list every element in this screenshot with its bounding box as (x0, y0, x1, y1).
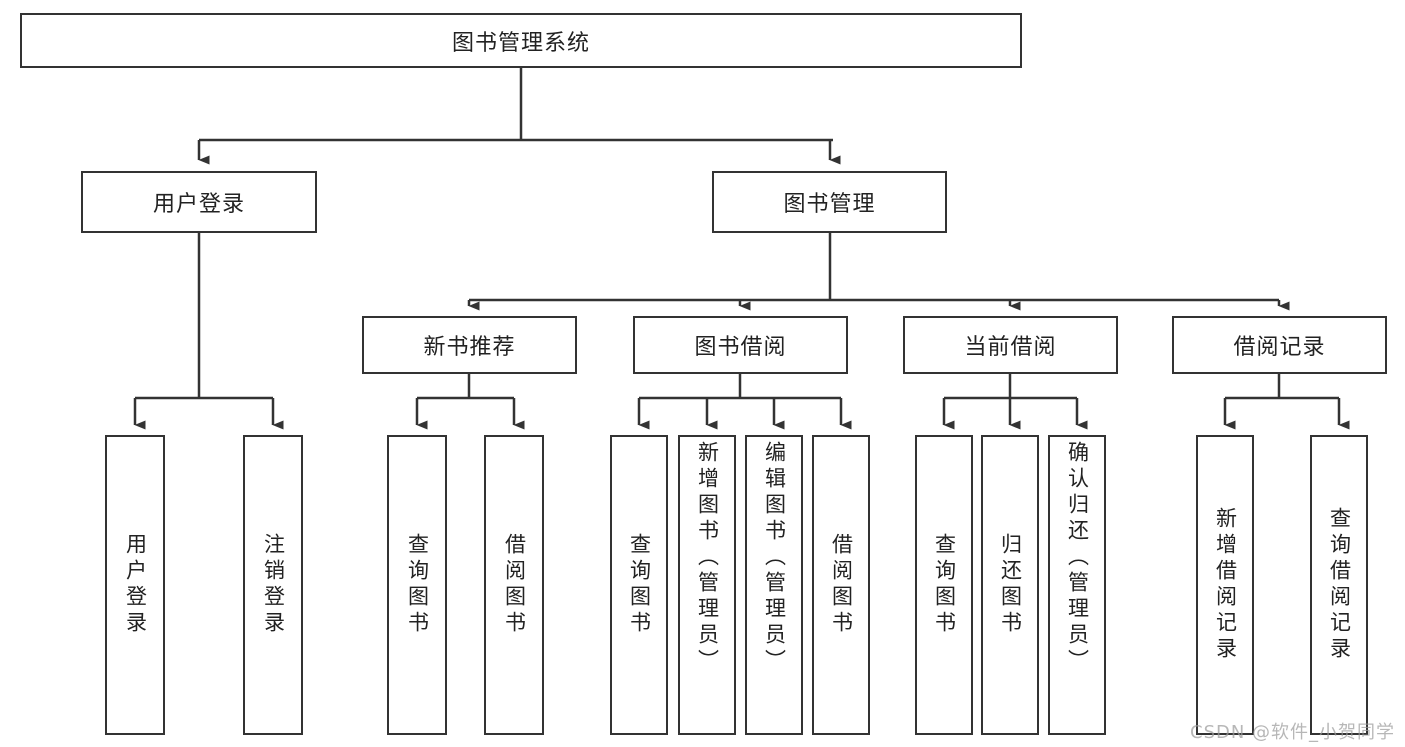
leaf-user-login[interactable]: 用户登录 (105, 435, 165, 735)
node-user-login[interactable]: 用户登录 (81, 171, 317, 233)
node-borrow-record[interactable]: 借阅记录 (1172, 316, 1387, 374)
leaf-borrow-add-book[interactable]: 新增图书（管理员） (678, 435, 736, 735)
csdn-watermark: CSDN @软件_小贺同学 (1190, 722, 1396, 743)
leaf-cur-return-book[interactable]: 归还图书 (981, 435, 1039, 735)
leaf-rec-borrow-book[interactable]: 借阅图书 (484, 435, 544, 735)
leaf-borrow-query-book[interactable]: 查询图书 (610, 435, 668, 735)
leaf-cur-confirm-return[interactable]: 确认归还（管理员） (1048, 435, 1106, 735)
node-new-book-recommend[interactable]: 新书推荐 (362, 316, 577, 374)
leaf-rec-query-book[interactable]: 查询图书 (387, 435, 447, 735)
node-root[interactable]: 图书管理系统 (20, 13, 1022, 68)
node-book-borrow[interactable]: 图书借阅 (633, 316, 848, 374)
leaf-rec-add-record[interactable]: 新增借阅记录 (1196, 435, 1254, 735)
node-current-borrow[interactable]: 当前借阅 (903, 316, 1118, 374)
leaf-borrow-borrow-book[interactable]: 借阅图书 (812, 435, 870, 735)
leaf-rec-query-record[interactable]: 查询借阅记录 (1310, 435, 1368, 735)
leaf-cur-query-book[interactable]: 查询图书 (915, 435, 973, 735)
leaf-user-logout[interactable]: 注销登录 (243, 435, 303, 735)
leaf-borrow-edit-book[interactable]: 编辑图书（管理员） (745, 435, 803, 735)
node-book-manage[interactable]: 图书管理 (712, 171, 947, 233)
